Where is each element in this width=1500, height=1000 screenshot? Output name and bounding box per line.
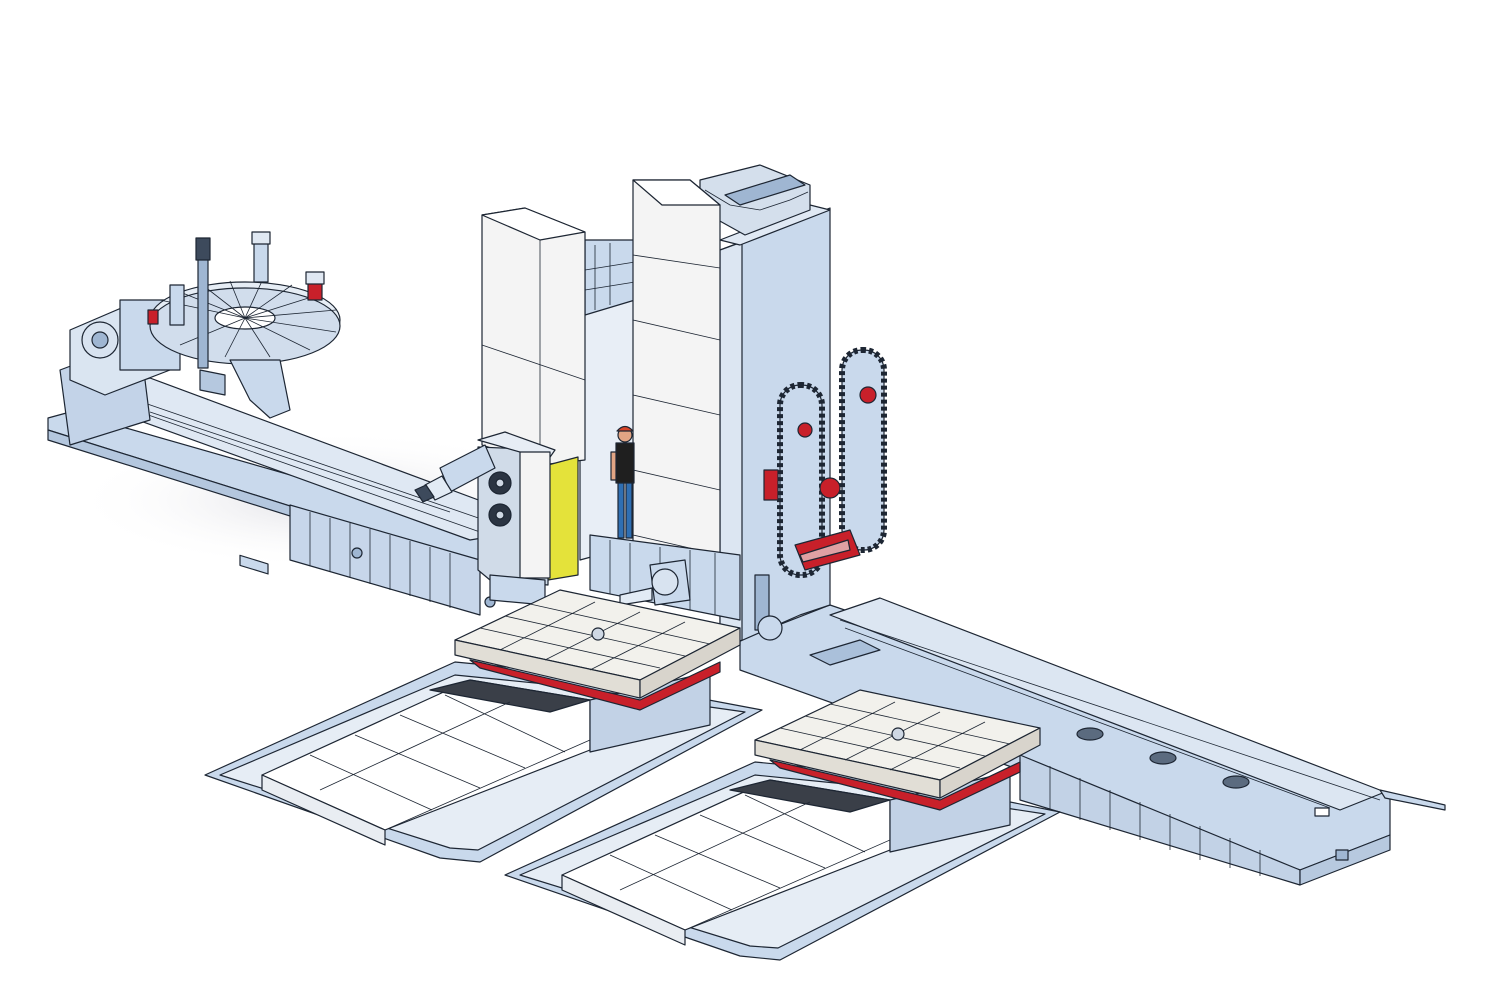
tool-changer-rail xyxy=(47,377,501,616)
cable-chains xyxy=(763,347,887,578)
x-axis-bed xyxy=(739,597,1446,886)
spindle-head xyxy=(414,431,579,606)
auxiliary-head xyxy=(619,559,783,641)
tool-carousel xyxy=(59,231,341,446)
machine-column xyxy=(481,164,831,651)
rotary-table-2 xyxy=(504,689,1061,961)
operator-figure xyxy=(610,425,635,539)
rotary-table-1 xyxy=(204,589,763,863)
